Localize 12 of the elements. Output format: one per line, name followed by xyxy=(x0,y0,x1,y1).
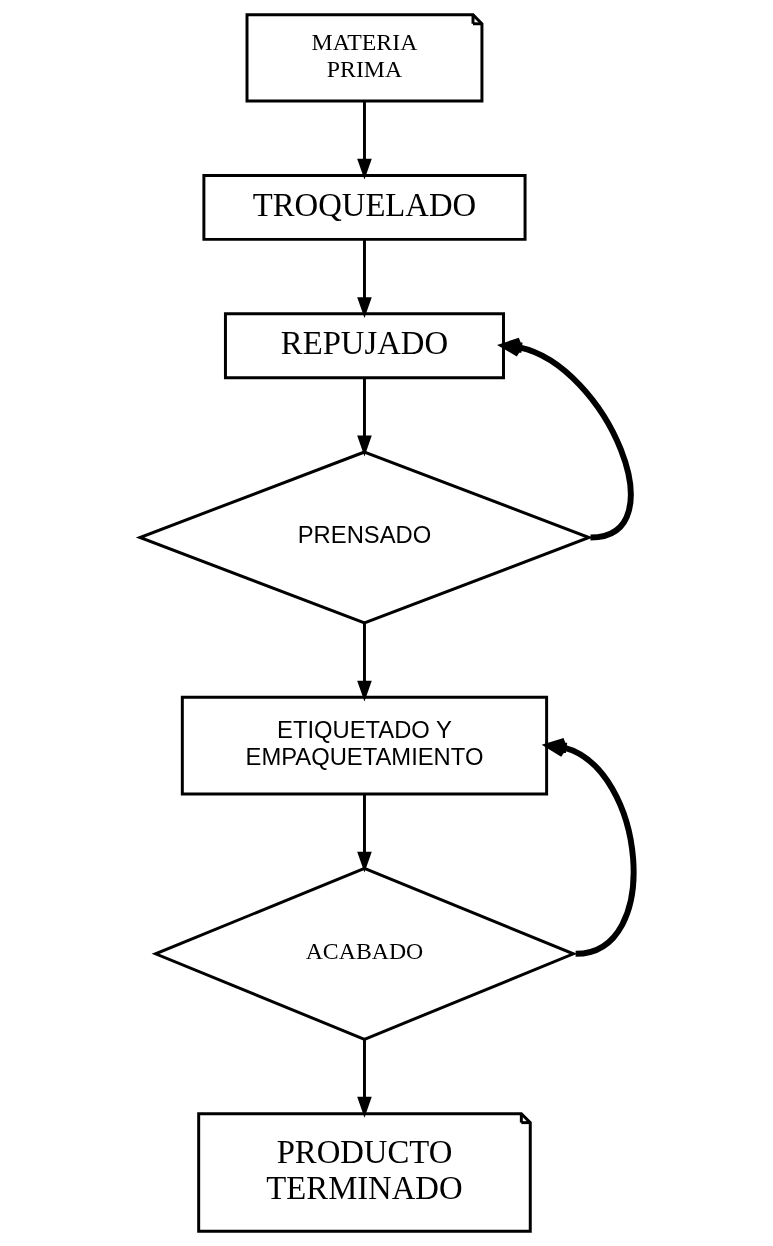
arrow xyxy=(356,1039,372,1118)
arrow xyxy=(500,337,634,541)
node-diamond: ACABADO xyxy=(151,866,577,1041)
arrow xyxy=(356,623,372,702)
arrow xyxy=(356,101,372,180)
arrow xyxy=(356,239,372,319)
arrow xyxy=(356,794,372,873)
node-box: REPUJADO xyxy=(223,312,505,380)
arrow xyxy=(356,377,372,457)
node-box: TROQUELADO xyxy=(201,173,527,241)
node-box: ETIQUETADO Y EMPAQUETAMIENTO xyxy=(180,695,548,796)
node-diamond: PRENSADO xyxy=(135,450,593,625)
